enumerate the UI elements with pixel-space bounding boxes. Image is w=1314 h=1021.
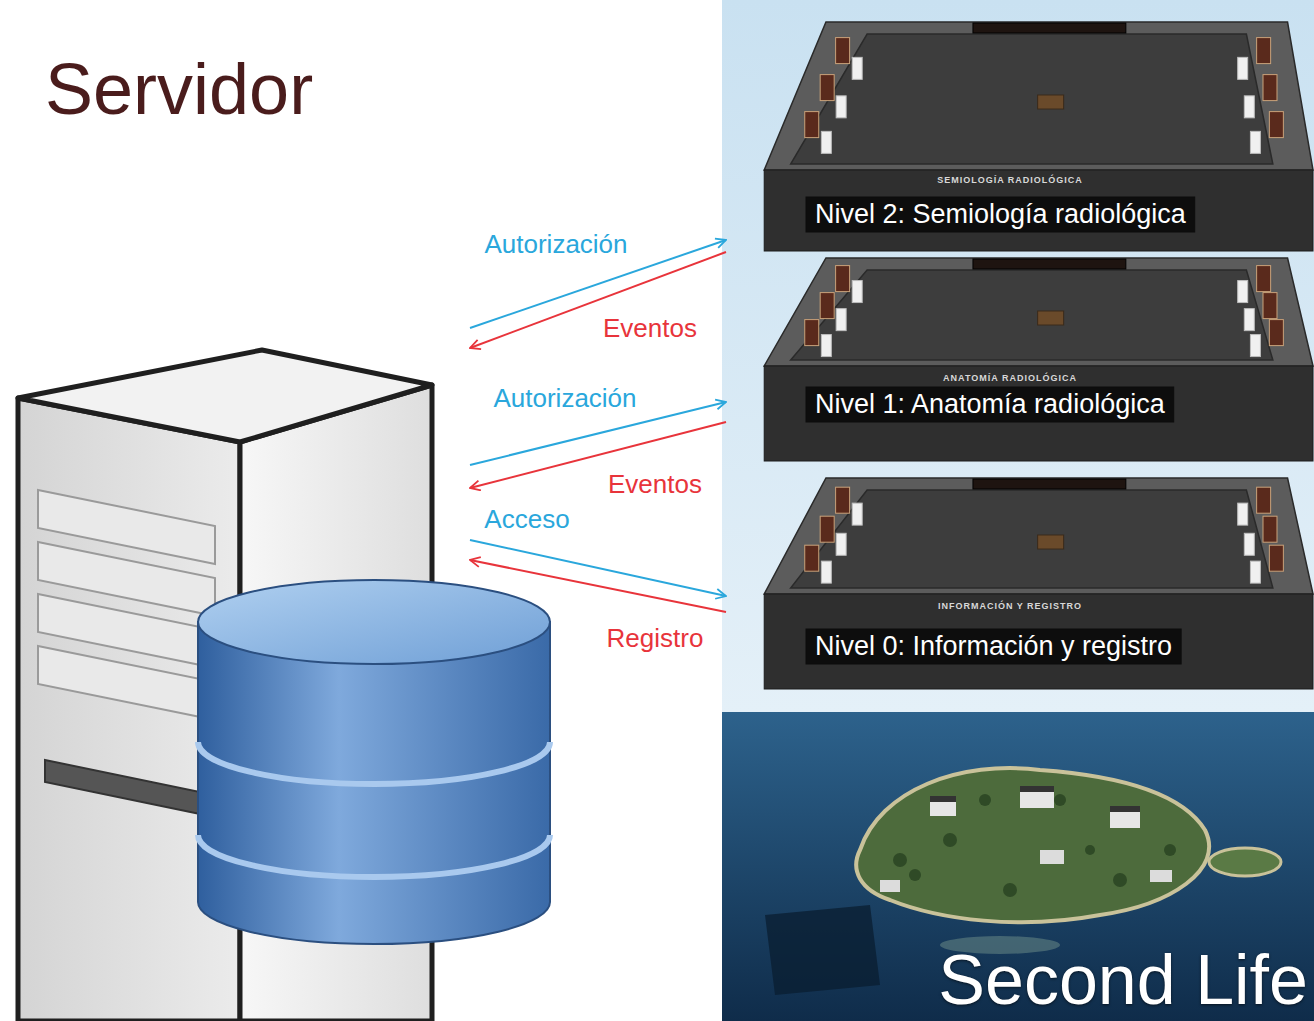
room-floor — [791, 34, 1273, 164]
white-panel — [852, 57, 862, 79]
wall-poster — [1257, 266, 1271, 292]
front-wall — [764, 170, 1313, 251]
white-panel — [821, 335, 831, 357]
wall-poster — [836, 487, 850, 513]
floor-item — [1038, 535, 1064, 549]
level-title: Nivel 2: Semiología radiológica — [815, 199, 1186, 230]
server-heading: Servidor — [45, 48, 313, 131]
server-node: Servidor — [10, 40, 470, 1015]
database-cylinder — [198, 580, 550, 944]
room-floor — [791, 490, 1273, 588]
island-scene — [722, 712, 1314, 1021]
white-panel — [852, 503, 862, 525]
white-panel — [836, 533, 846, 555]
wall-poster — [1263, 75, 1277, 101]
island — [856, 768, 1209, 922]
white-panel — [821, 561, 831, 583]
room-outline — [726, 476, 1314, 690]
edge-label: Registro — [605, 623, 706, 653]
wall-poster — [820, 75, 834, 101]
connector-arrow — [470, 252, 726, 348]
white-panel — [1244, 96, 1254, 118]
room-floor — [791, 270, 1273, 360]
white-panel — [1238, 57, 1248, 79]
wall-poster — [836, 266, 850, 292]
label-band — [806, 197, 1195, 232]
level-room: Nivel 1: Anatomía radiológica — [726, 256, 1314, 462]
level-room: Nivel 0: Información y registro — [726, 476, 1314, 690]
panel-title: Second Life — [938, 942, 1308, 1019]
sky-panel — [722, 0, 1314, 712]
wall-poster — [1269, 545, 1283, 571]
sunken-square — [765, 905, 880, 995]
edge-label: Eventos — [606, 469, 704, 499]
edge-label: Eventos — [601, 313, 699, 343]
floor-item — [1038, 95, 1064, 109]
second-life-panel: Nivel 2: Semiología radiológicaNivel 1: … — [722, 0, 1314, 1021]
wall-poster — [805, 545, 819, 571]
wall-poster — [1257, 487, 1271, 513]
white-panel — [1250, 131, 1260, 153]
sea — [722, 712, 1314, 1021]
room-walls — [764, 258, 1313, 366]
white-panel — [836, 309, 846, 331]
white-panel — [1238, 281, 1248, 303]
front-wall — [764, 366, 1313, 461]
back-banner — [973, 259, 1126, 269]
tower-top — [18, 350, 432, 442]
wall-poster — [836, 38, 850, 64]
white-panel — [852, 281, 862, 303]
room-outline — [726, 256, 1314, 462]
wall-poster — [820, 293, 834, 319]
level-room: Nivel 2: Semiología radiológica — [726, 20, 1314, 252]
edge-label: Autorización — [491, 383, 638, 413]
room-sign: SEMIOLOGÍA RADIOLÓGICA — [937, 175, 1083, 186]
room-sign: ANATOMÍA RADIOLÓGICA — [943, 373, 1077, 384]
back-banner — [973, 479, 1126, 489]
wall-poster — [805, 320, 819, 346]
label-band — [806, 387, 1174, 422]
wall-poster — [1263, 516, 1277, 542]
white-panel — [1244, 533, 1254, 555]
wall-poster — [1257, 38, 1271, 64]
connector-arrow — [470, 560, 726, 612]
islet — [1209, 848, 1281, 876]
wall-poster — [1269, 320, 1283, 346]
connector-arrow — [470, 240, 726, 328]
wall-poster — [1263, 293, 1277, 319]
white-panel — [1244, 309, 1254, 331]
white-panel — [836, 96, 846, 118]
buildings — [880, 786, 1172, 892]
drive-bays — [38, 490, 215, 814]
room-walls — [764, 478, 1313, 594]
white-panel — [1238, 503, 1248, 525]
front-wall — [764, 594, 1313, 689]
wall-poster — [805, 112, 819, 138]
trees — [893, 794, 1176, 897]
back-banner — [973, 23, 1126, 33]
white-panel — [1250, 561, 1260, 583]
room-walls — [764, 22, 1313, 170]
label-band — [806, 629, 1181, 664]
wall-poster — [820, 516, 834, 542]
level-title: Nivel 1: Anatomía radiológica — [815, 389, 1165, 420]
level-title: Nivel 0: Información y registro — [815, 631, 1172, 662]
white-panel — [1250, 335, 1260, 357]
edge-label: Autorización — [482, 229, 629, 259]
sandbank — [940, 936, 1060, 954]
edge-label: Acceso — [482, 504, 571, 534]
wall-poster — [1269, 112, 1283, 138]
white-panel — [821, 131, 831, 153]
room-outline — [726, 20, 1314, 252]
room-sign: INFORMACIÓN Y REGISTRO — [938, 601, 1082, 612]
floor-item — [1038, 311, 1064, 325]
connector-arrow — [470, 422, 726, 488]
